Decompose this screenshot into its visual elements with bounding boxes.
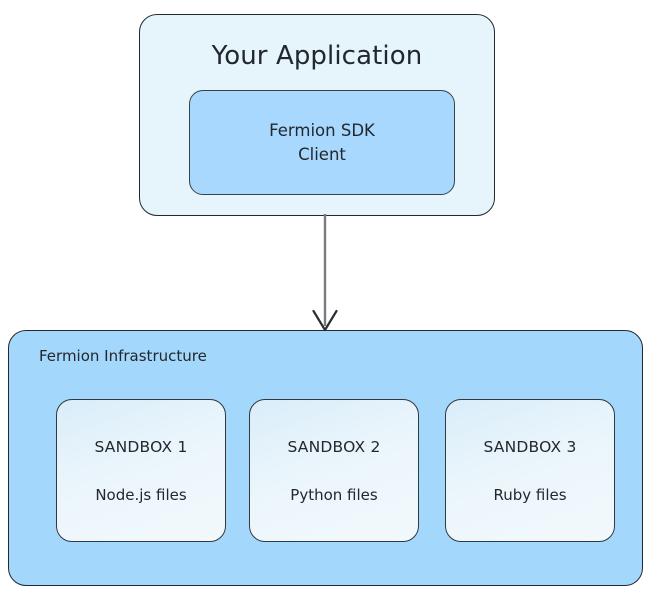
application-title: Your Application	[211, 41, 423, 71]
sdk-label-line2: Client	[298, 144, 346, 164]
sandbox-subtitle: Node.js files	[95, 485, 187, 504]
sandbox-subtitle: Python files	[290, 485, 378, 504]
sandbox-title: SANDBOX 1	[94, 437, 188, 456]
sandbox-title: SANDBOX 2	[287, 437, 381, 456]
sandbox-card-2: SANDBOX 2 Python files	[249, 399, 419, 542]
sandbox-card-1: SANDBOX 1 Node.js files	[56, 399, 226, 542]
connector-arrow-icon	[312, 214, 338, 332]
sandbox-row: SANDBOX 1 Node.js files SANDBOX 2 Python…	[9, 399, 644, 543]
sandbox-subtitle: Ruby files	[493, 485, 567, 504]
sandbox-card-3: SANDBOX 3 Ruby files	[445, 399, 615, 542]
infrastructure-label: Fermion Infrastructure	[39, 347, 207, 365]
fermion-infrastructure-box: Fermion Infrastructure SANDBOX 1 Node.js…	[8, 330, 643, 586]
application-box: Your Application Fermion SDK Client	[139, 14, 495, 216]
sdk-label-line1: Fermion SDK	[269, 120, 375, 140]
fermion-sdk-client-box: Fermion SDK Client	[189, 90, 455, 195]
sandbox-title: SANDBOX 3	[483, 437, 577, 456]
